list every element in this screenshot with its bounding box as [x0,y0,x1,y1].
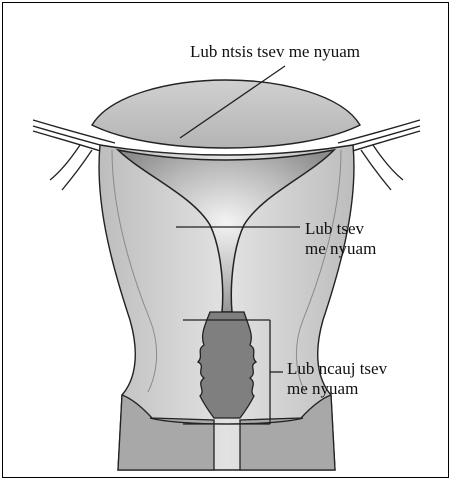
cervical-canal [198,312,256,418]
label-fundus: Lub ntsis tsev me nyuam [190,42,360,62]
label-uterus-body: Lub tsev me nyuam [305,219,376,259]
label-uterus-body-line2: me nyuam [305,239,376,259]
label-fundus-line1: Lub ntsis tsev me nyuam [190,42,360,62]
label-cervix: Lub ncauj tsev me nyuam [287,359,387,399]
label-cervix-line1: Lub ncauj tsev [287,359,387,379]
label-cervix-line2: me nyuam [287,379,387,399]
uterine-fundus [92,80,360,148]
label-uterus-body-line1: Lub tsev [305,219,376,239]
